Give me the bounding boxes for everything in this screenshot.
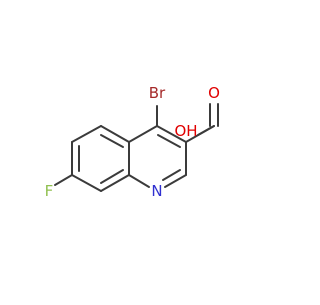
bond-c7-c8 (71, 174, 102, 192)
bond-c5-c6 (71, 125, 102, 143)
bond-c2-n1-inner (162, 169, 181, 181)
fluorine-label: F (45, 182, 54, 200)
carbonyl-oxygen-label: O (208, 84, 220, 102)
bond-c8-c8a (100, 174, 130, 192)
bond-c7-f (54, 174, 73, 186)
nitrogen-label: N (151, 182, 162, 200)
bond-c4-c4a (128, 125, 158, 143)
bond-n1-c8a (128, 174, 150, 188)
bond-c4a-c5 (100, 125, 130, 143)
bond-group (54, 103, 219, 192)
bond-c4a-c5-inner (100, 134, 124, 148)
bond-c-oh (197, 125, 215, 136)
bond-c8-c8a-inner (100, 169, 124, 184)
bromine-label: Br (149, 84, 166, 102)
bond-c2-n1 (164, 174, 187, 188)
bond-c4-c3-inner (157, 134, 181, 148)
hydroxyl-label: OH (174, 122, 197, 140)
bond-c4-c3 (156, 125, 187, 143)
molecule-structure: Br N F OH O (45, 84, 220, 200)
structure-canvas: Br N F OH O (45, 84, 220, 200)
